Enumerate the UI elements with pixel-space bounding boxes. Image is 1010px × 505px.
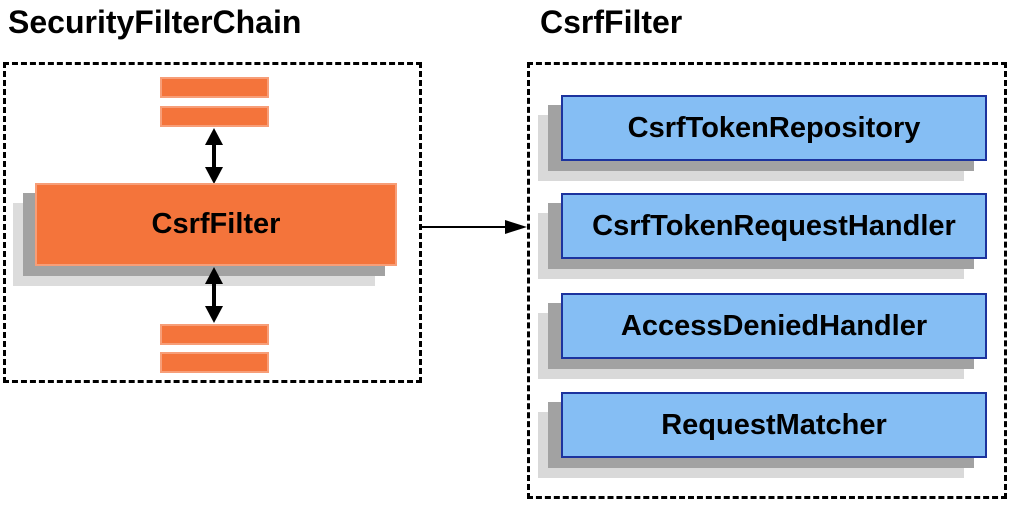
component-label: CsrfTokenRequestHandler xyxy=(592,209,956,242)
component-label: AccessDeniedHandler xyxy=(620,309,928,342)
csrf-filter-box-label: CsrfFilter xyxy=(151,208,281,240)
component-label: RequestMatcher xyxy=(661,408,887,441)
double-arrow-icon xyxy=(205,128,223,184)
csrf-filter-boundary xyxy=(527,62,1007,499)
component-box-request-matcher: RequestMatcher xyxy=(561,392,987,458)
component-box-csrf-token-request-handler: CsrfTokenRequestHandler xyxy=(561,193,987,259)
security-filter-chain-boundary xyxy=(3,62,422,383)
component-box-csrf-token-repository: CsrfTokenRepository xyxy=(561,95,987,161)
component-box-access-denied-handler: AccessDeniedHandler xyxy=(561,293,987,359)
double-arrow-icon xyxy=(205,267,223,323)
csrf-filter-box: CsrfFilter xyxy=(35,183,397,266)
filter-placeholder-bar xyxy=(160,106,269,127)
filter-placeholder-bar xyxy=(160,352,269,373)
security-filter-chain-title: SecurityFilterChain xyxy=(8,4,302,40)
csrf-filter-title: CsrfFilter xyxy=(540,4,683,40)
filter-placeholder-bar xyxy=(160,77,269,98)
right-arrow-icon xyxy=(422,220,527,234)
component-label: CsrfTokenRepository xyxy=(627,111,921,144)
filter-placeholder-bar xyxy=(160,324,269,345)
